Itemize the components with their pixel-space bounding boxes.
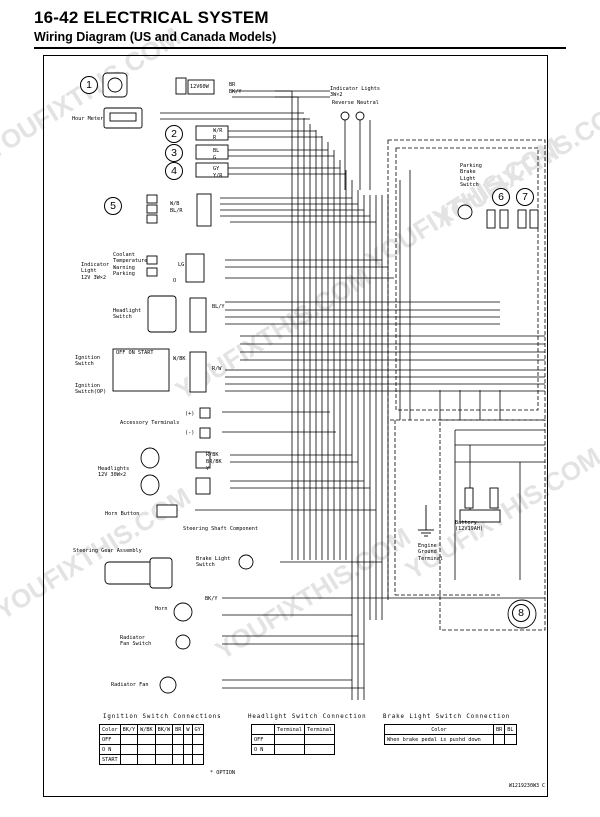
wire-code: W/B: [170, 201, 180, 207]
label-ignition-positions: OFF ON START: [116, 350, 154, 356]
wire-code: BK/Y: [205, 596, 218, 602]
wire-code: G: [213, 155, 217, 161]
callout-8: 8: [512, 604, 530, 622]
label-accessory-minus: (-): [185, 430, 195, 436]
label-hour-meter: Hour Meter: [72, 116, 104, 122]
table-row-label: OFF: [99, 734, 121, 745]
headlight-switch-table: Terminal Terminal OFF O N: [251, 724, 335, 755]
wire-code: BL/Y: [212, 304, 225, 310]
table-header-cell: [251, 724, 275, 735]
label-coolant-temp: Coolant Temperature Warning Parking: [113, 252, 148, 278]
table-header-cell: W/BK: [137, 724, 156, 735]
label-ignition-switch: Ignition Switch: [75, 355, 100, 368]
table-row-label: START: [99, 754, 121, 765]
table-header-cell: GY: [191, 724, 204, 735]
option-note: * OPTION: [210, 770, 235, 776]
table-row-label: O N: [99, 744, 121, 755]
label-radiator-fan-switch: Radiator Fan Switch: [120, 635, 152, 648]
wire-code: W/BK: [173, 356, 186, 362]
label-horn-button: Horn Button: [105, 511, 140, 517]
wire-code: BR: [229, 82, 236, 88]
table-row-label: O N: [251, 744, 275, 755]
wire-code: Y: [206, 466, 210, 472]
wire-code: R/W: [212, 366, 222, 372]
page-subtitle: Wiring Diagram (US and Canada Models): [34, 30, 277, 44]
label-bulb: 12V60W: [190, 84, 209, 90]
wire-code: BL/R: [170, 208, 183, 214]
wire-code: O: [173, 278, 177, 284]
label-accessory-plus: (+): [185, 411, 195, 417]
table-header-cell: Terminal: [274, 724, 305, 735]
label-brake-light-switch: Brake Light Switch: [196, 556, 231, 569]
table-header-cell: Color: [99, 724, 121, 735]
label-radiator-fan: Radiator Fan: [111, 682, 149, 688]
page-title: 16-42 ELECTRICAL SYSTEM: [34, 8, 269, 27]
table-header-cell: BR: [172, 724, 185, 735]
label-steering-shaft: Steering Shaft Component: [183, 526, 258, 532]
table-header-cell: BL: [504, 724, 517, 735]
table-row-label: When brake pedal is pushd down: [384, 734, 494, 745]
label-battery: Battery (12V19AH): [455, 520, 484, 533]
diagram-code: W1219230W3 C: [508, 783, 545, 789]
ignition-switch-table: Color BK/Y W/BK BK/W BR W GY OFF O N STA…: [99, 724, 204, 765]
table-header-cell: BK/W: [154, 724, 174, 735]
label-indicator-light: Indicator Light 12V 3W×2: [81, 262, 110, 281]
table-header-cell: BK/Y: [119, 724, 139, 735]
label-horn: Horn: [155, 606, 168, 612]
wire-code: LG: [178, 262, 185, 268]
wire-code: R/BK: [206, 452, 219, 458]
headlight-table-title: Headlight Switch Connection: [248, 714, 367, 720]
label-indicator-lights: Indicator Lights 3W×2: [330, 86, 380, 99]
wire-code: GY: [213, 166, 220, 172]
wire-code: BK/Y: [229, 89, 242, 95]
table-header-cell: Terminal: [304, 724, 335, 735]
label-steering-gear: Steering Gear Assembly: [73, 548, 142, 554]
wire-code: BL: [213, 148, 220, 154]
label-headlights: Headlights 12V 30W×2: [98, 466, 130, 479]
ignition-table-title: Ignition Switch Connections: [103, 714, 222, 720]
callout-1: 1: [80, 76, 98, 94]
table-header-cell: W: [183, 724, 193, 735]
header-rule: [34, 47, 566, 49]
wire-code: R: [213, 135, 217, 141]
callout-2: 2: [165, 125, 183, 143]
brake-switch-table: Color BR BL When brake pedal is pushd do…: [384, 724, 517, 745]
label-headlight-switch: Headlight Switch: [113, 308, 142, 321]
wire-code: Y/R: [213, 173, 223, 179]
callout-7: 7: [516, 188, 534, 206]
wire-code: W/R: [213, 128, 223, 134]
label-ignition-switch-op: Ignition Switch(OP): [75, 383, 107, 396]
brake-table-title: Brake Light Switch Connection: [383, 714, 511, 720]
callout-4: 4: [165, 162, 183, 180]
label-engine-ground: Engine Ground Terminal: [418, 543, 443, 562]
label-parking-brake-switch: Parking Brake Light Switch: [460, 163, 482, 189]
label-accessory-terminals: Accessory Terminals: [120, 420, 180, 426]
table-row-label: OFF: [251, 734, 275, 745]
table-header-cell: Color: [384, 724, 494, 735]
label-reverse-neutral: Reverse Neutral: [332, 100, 379, 106]
callout-3: 3: [165, 144, 183, 162]
callout-6: 6: [492, 188, 510, 206]
diagram-frame: [43, 55, 548, 797]
wire-code: BR/BK: [206, 459, 222, 465]
callout-5: 5: [104, 197, 122, 215]
table-header-cell: BR: [492, 724, 506, 735]
